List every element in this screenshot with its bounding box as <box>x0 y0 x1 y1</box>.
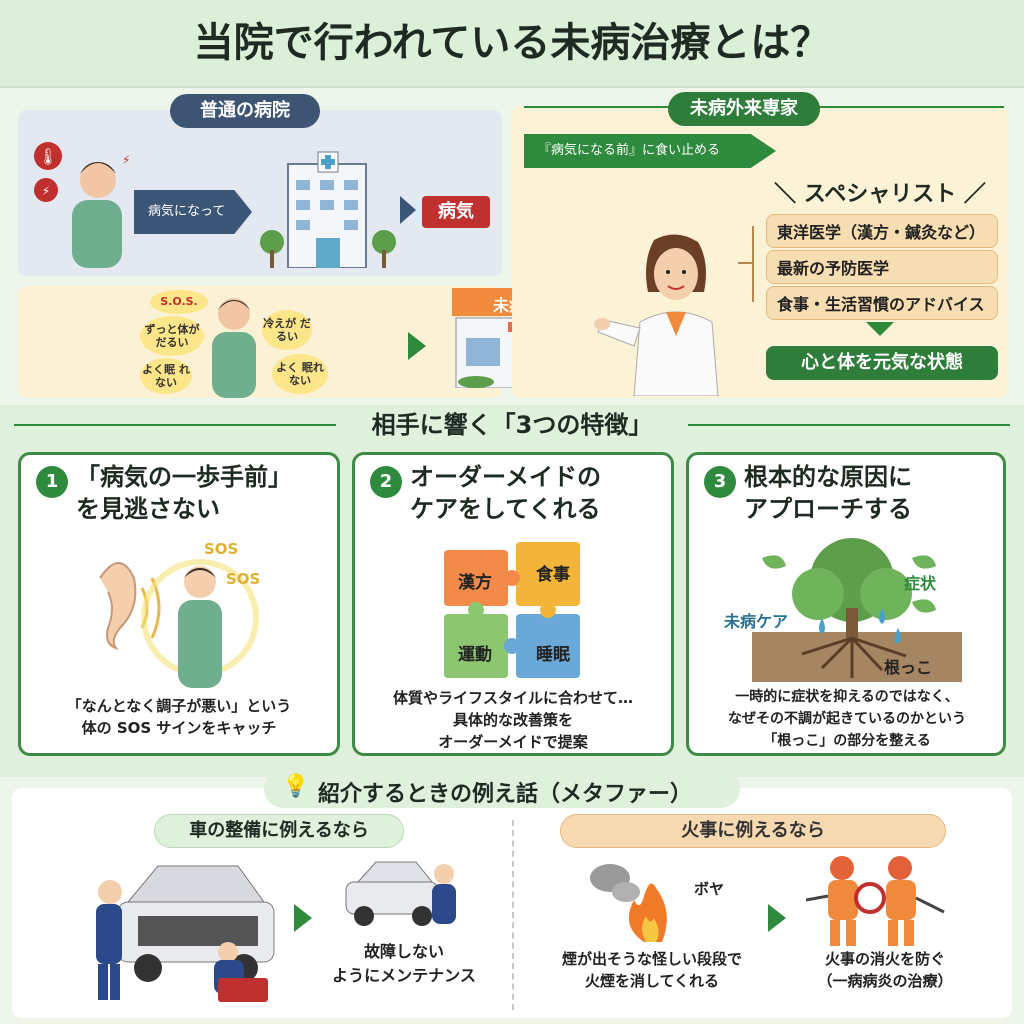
feature-title-3a: 根本的な原因に <box>744 463 912 491</box>
bracket-line <box>752 226 754 302</box>
arrow-to-clinic <box>408 332 426 360</box>
specialist-heading-text: スペシャリスト <box>803 182 957 207</box>
puzzle-sleep: 睡眠 <box>536 645 570 665</box>
car-maintained-illustration <box>340 852 464 936</box>
sick-person-illustration: 🌡 ⚡ ⚡ <box>30 138 140 268</box>
metaphor-heading-pill <box>264 770 740 808</box>
fire-arrow <box>768 904 786 932</box>
specialist-item-1: 東洋医学（漢方・鍼灸など） <box>766 214 998 248</box>
puzzle-meal: 食事 <box>536 565 570 585</box>
normal-arrow: 病気になってから <box>134 190 252 234</box>
feature-title-1a: 「病気の一歩手前」 <box>76 463 292 491</box>
feature-title-1b: を見逃さない <box>76 495 220 523</box>
car-caption-2: ようにメンテナンス <box>332 966 476 985</box>
tree-label-care: 未病ケア <box>724 612 789 631</box>
metaphor-divider <box>512 820 514 1010</box>
tree-roots-illustration <box>722 538 982 682</box>
small-fire-illustration <box>584 856 704 946</box>
feature-desc-3a: 一時的に症状を抑えるのではなく、 <box>735 689 959 705</box>
puzzle-illustration <box>442 540 582 680</box>
symptom-bubble-3: 冷えが だるい <box>262 310 312 350</box>
fire-caption-2a: 火事の消火を防ぐ <box>824 950 945 968</box>
feature-desc-3b: なぜその不調が起きているのかという <box>728 711 966 727</box>
features-heading: 相手に響く「3つの特徴」 <box>336 408 688 442</box>
feature-card-2 <box>352 452 674 756</box>
tree-label-symptom: 症状 <box>904 574 937 593</box>
svg-text:⚡: ⚡ <box>42 184 50 198</box>
svg-text:🌡: 🌡 <box>38 147 58 166</box>
specialist-item-3: 食事・生活習慣のアドバイス <box>766 286 998 320</box>
fire-caption-2b: （一病病炎の治療） <box>817 972 953 990</box>
specialist-label: 未病外来専家 <box>668 92 820 126</box>
feature-desc-3c: 「根っこ」の部分を整える <box>763 733 931 749</box>
car-arrow <box>294 904 312 932</box>
symptom-bubble-2: よく眠 れない <box>140 358 192 394</box>
boya-label: ボヤ <box>694 880 725 898</box>
lightbulb-icon: 💡 <box>282 774 310 799</box>
normal-hospital-label: 普通の病院 <box>170 94 320 128</box>
feature-title-2b: ケアをしてくれる <box>410 495 601 523</box>
feature-number-3: 3 <box>704 466 736 498</box>
feature-desc-1a: 「なんとなく調子が悪い」という <box>66 697 292 715</box>
sos-bubble: S.O.S. <box>150 290 208 314</box>
car-metaphor-label: 車の整備に例えるなら <box>154 814 404 848</box>
fire-metaphor-label: 火事に例えるなら <box>560 814 946 848</box>
svg-text:⚡: ⚡ <box>122 153 130 167</box>
fire-caption-1a: 煙が出そうな怪しい段段で <box>561 950 742 968</box>
down-arrow <box>866 322 894 336</box>
doctor-illustration <box>594 232 754 397</box>
feature-card-1 <box>18 452 340 756</box>
symptom-bubble-4: よく 眠れない <box>272 354 328 394</box>
arrow-to-disease <box>400 196 416 224</box>
specialist-arrow: 『病気になる前』に食い止める <box>524 134 776 168</box>
car-caption-1: 故障しない <box>363 942 444 961</box>
hospital-building-illustration <box>258 150 398 269</box>
sos-text-1: SOS <box>204 540 239 558</box>
feature-number-1: 1 <box>36 466 68 498</box>
fire-caption-1b: 火煙を消してくれる <box>584 972 720 990</box>
specialist-item-2: 最新の予防医学 <box>766 250 998 284</box>
disease-badge: 病気 <box>422 196 490 228</box>
puzzle-kampo: 漢方 <box>458 573 492 593</box>
feature-desc-1b: 体の SOS サインをキャッチ <box>81 719 277 737</box>
car-repair-illustration <box>88 852 278 1004</box>
specialist-heading: ＼ スペシャリスト ／ <box>774 182 986 207</box>
page-title: 当院で行われている未病治療とは？ <box>193 20 831 66</box>
symptom-bubble-1: ずっと体が だるい <box>140 316 204 356</box>
feature-desc-2a: 体質やライフスタイルに合わせて… <box>392 689 633 707</box>
feature-desc-2c: オーダーメイドで提案 <box>438 733 588 751</box>
metaphor-heading: 紹介するときの例え話（メタファー） <box>318 782 693 807</box>
feature-title-2a: オーダーメイドの <box>410 463 602 491</box>
sos-text-2: SOS <box>226 570 261 588</box>
title-bar <box>0 0 1024 88</box>
bracket-stem <box>738 262 754 264</box>
feature-desc-2b: 具体的な改善策を <box>452 711 573 729</box>
healthy-state-badge: 心と体を元気な状態 <box>766 346 998 380</box>
feature-number-2: 2 <box>370 466 402 498</box>
worried-person-illustration <box>204 292 264 398</box>
ear-listening-illustration <box>90 548 270 688</box>
tree-label-root: 根っこ <box>884 658 933 677</box>
firefighters-illustration <box>805 852 946 948</box>
feature-title-3b: アプローチする <box>744 495 912 523</box>
puzzle-exercise: 運動 <box>458 645 492 665</box>
